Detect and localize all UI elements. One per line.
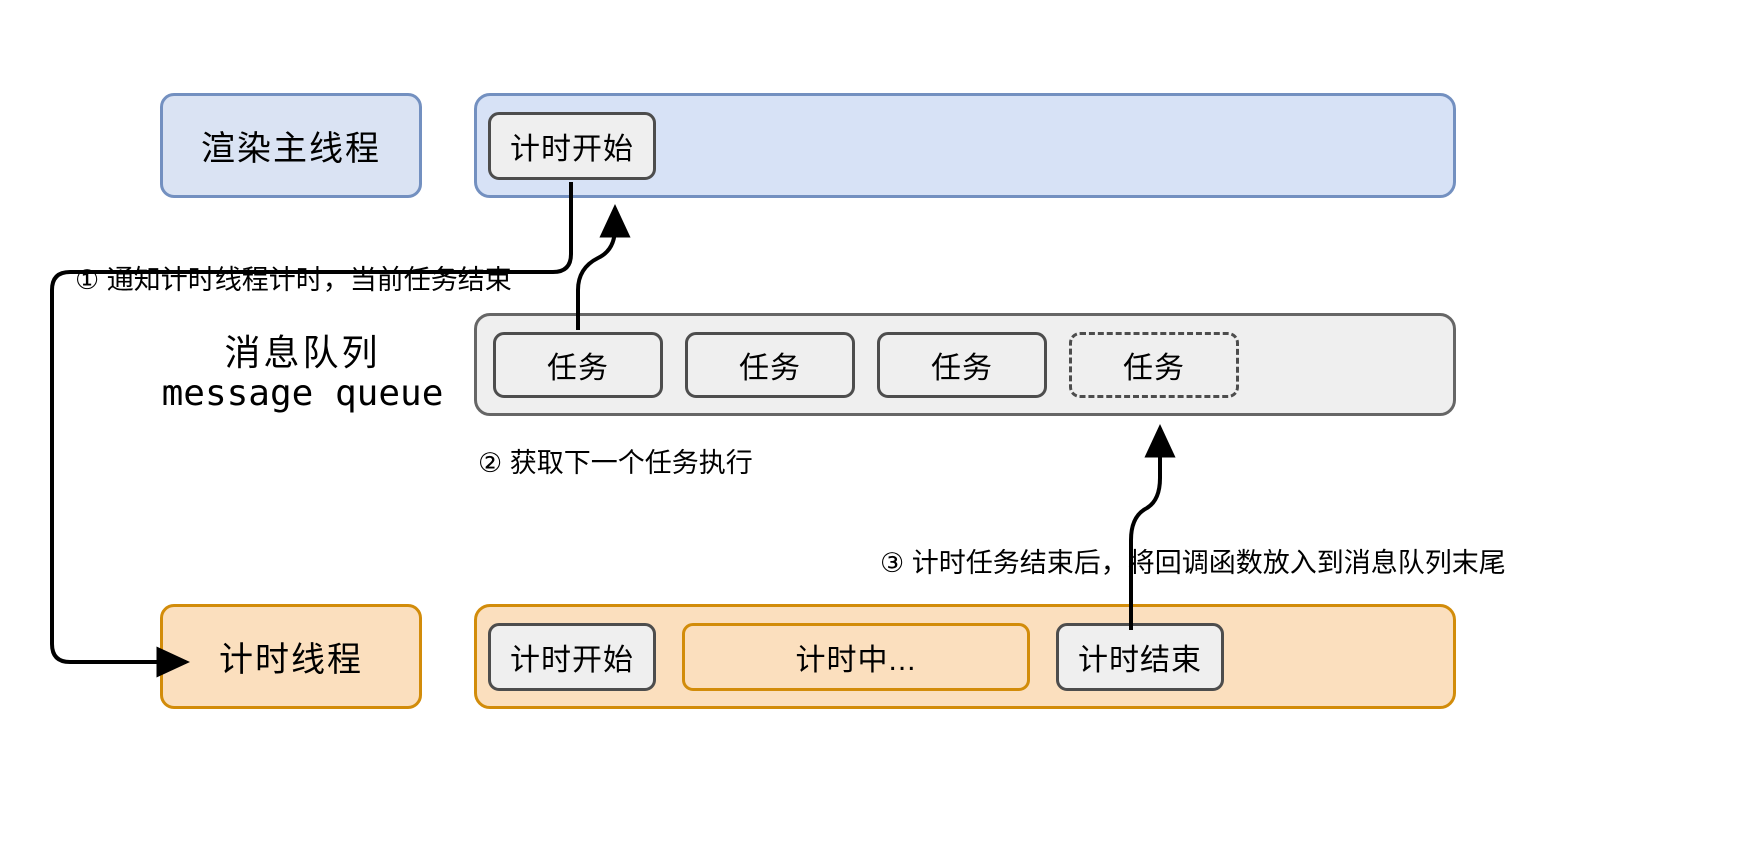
queue-task-3[interactable]: 任务 — [877, 331, 1047, 398]
chip-timer-end[interactable]: 计时结束 — [1056, 622, 1224, 691]
lane-bar-main-thread: 计时开始 — [474, 93, 1456, 198]
annotation-step-1-text: ① 通知计时线程计时，当前任务结束 — [75, 265, 512, 295]
connector-step-2 — [576, 204, 631, 330]
queue-task-2-label: 任务 — [739, 351, 801, 385]
annotation-step-3: ③ 计时任务结束后，将回调函数放入到消息队列末尾 — [880, 547, 1506, 581]
annotation-step-2-text: ② 获取下一个任务执行 — [478, 448, 753, 478]
queue-task-1-label: 任务 — [547, 351, 609, 385]
queue-title-en: message queue — [161, 373, 444, 415]
annotation-step-2: ② 获取下一个任务执行 — [478, 447, 753, 481]
annotation-step-1: ① 通知计时线程计时，当前任务结束 — [75, 264, 512, 298]
chip-main-timer-start-label: 计时开始 — [510, 132, 634, 166]
queue-title-cn: 消息队列 — [224, 332, 381, 373]
queue-title: 消息队列 message queue — [130, 332, 475, 415]
lane-label-main-thread-text: 渲染主线程 — [201, 130, 381, 168]
connector-step-3 — [1129, 424, 1176, 630]
lane-bar-timer-thread: 计时开始 计时中... 计时结束 — [474, 604, 1456, 709]
lane-label-timer-thread: 计时线程 — [160, 604, 422, 709]
lane-bar-message-queue: 任务 任务 任务 任务 — [474, 313, 1456, 416]
queue-task-4-pending-label: 任务 — [1123, 351, 1185, 385]
annotation-step-3-text: ③ 计时任务结束后，将回调函数放入到消息队列末尾 — [880, 548, 1506, 578]
chip-timer-end-label: 计时结束 — [1078, 643, 1202, 677]
lane-label-timer-thread-text: 计时线程 — [219, 641, 363, 679]
queue-task-2[interactable]: 任务 — [685, 331, 855, 398]
lane-label-main-thread: 渲染主线程 — [160, 93, 422, 198]
queue-task-3-label: 任务 — [931, 351, 993, 385]
chip-timer-running-label: 计时中... — [795, 643, 917, 677]
chip-timer-start[interactable]: 计时开始 — [488, 622, 656, 691]
chip-timer-running[interactable]: 计时中... — [682, 622, 1030, 691]
queue-task-1[interactable]: 任务 — [493, 331, 663, 398]
chip-timer-start-label: 计时开始 — [510, 643, 634, 677]
connector-step-1 — [50, 182, 573, 678]
chip-main-timer-start[interactable]: 计时开始 — [488, 111, 656, 180]
queue-task-4-pending[interactable]: 任务 — [1069, 331, 1239, 398]
